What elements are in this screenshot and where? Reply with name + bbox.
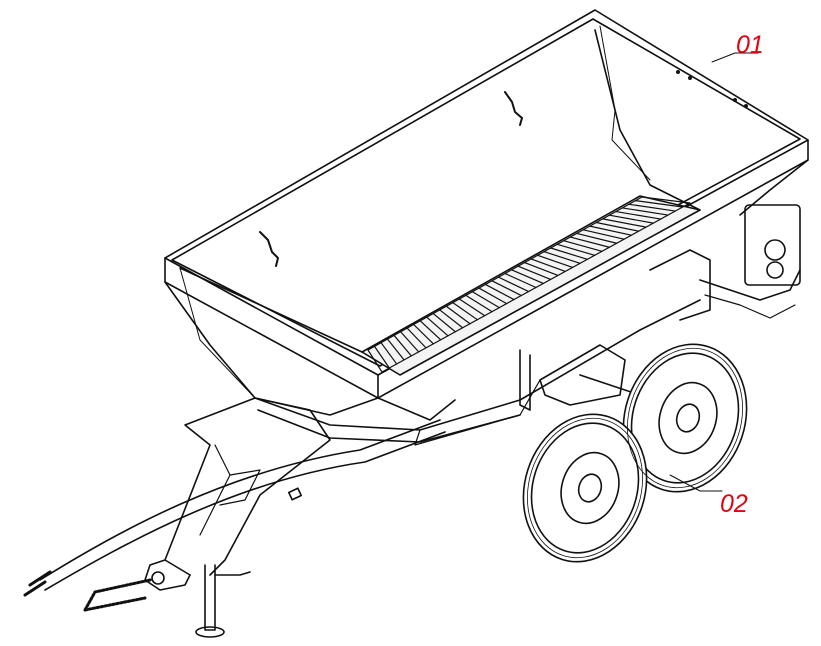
conveyor-slat xyxy=(582,229,625,240)
tandem-wheels xyxy=(522,343,748,563)
conveyor-slat xyxy=(413,323,434,345)
conveyor-slat xyxy=(432,312,456,333)
conveyor-slat xyxy=(517,265,552,281)
conveyor-slat xyxy=(465,294,493,313)
leader-lines xyxy=(669,52,759,492)
conveyor-slat xyxy=(628,203,676,212)
conveyor-slat xyxy=(426,316,449,337)
conveyor-slat xyxy=(497,276,530,293)
callout-label-02: 02 xyxy=(720,490,748,518)
conveyor-slat xyxy=(452,302,478,321)
conveyor-slat xyxy=(602,218,647,228)
conveyor-slat xyxy=(621,207,669,216)
conveyor-slat xyxy=(523,261,559,277)
conveyor-slat xyxy=(563,240,603,252)
conveyor-slat xyxy=(641,196,691,204)
conveyor-slat xyxy=(471,291,500,309)
conveyor-slat xyxy=(510,269,544,285)
conveyor-slat xyxy=(367,349,383,373)
conveyor-slat xyxy=(504,272,537,289)
drawbar xyxy=(23,397,446,638)
chain-conveyor xyxy=(367,196,691,373)
conveyor-slat xyxy=(380,342,398,365)
conveyor-slat xyxy=(373,345,390,369)
conveyor-slat xyxy=(608,214,654,224)
conveyor-slat xyxy=(419,320,442,341)
conveyor-slat xyxy=(445,305,471,325)
conveyor-slat xyxy=(615,210,662,220)
conveyor-slat xyxy=(530,258,566,273)
conveyor-slat xyxy=(543,251,581,264)
conveyor-slat xyxy=(478,287,508,305)
conveyor-slat xyxy=(458,298,486,317)
conveyor-slat xyxy=(569,236,610,248)
conveyor-slat xyxy=(537,254,574,268)
conveyor-slat xyxy=(589,225,632,236)
conveyor-slat xyxy=(484,283,515,301)
conveyor-slat xyxy=(576,232,618,244)
conveyor-slat xyxy=(491,280,522,297)
conveyor-slat xyxy=(406,327,427,349)
conveyor-slat xyxy=(556,243,596,256)
callout-label-01: 01 xyxy=(736,31,764,59)
conveyor-slat xyxy=(550,247,588,260)
conveyor-slat xyxy=(439,309,464,329)
conveyor-slat xyxy=(393,334,412,357)
conveyor-slat xyxy=(595,221,640,232)
conveyor-slat xyxy=(634,200,684,208)
conveyor-slat xyxy=(400,331,420,353)
conveyor-slat xyxy=(386,338,405,361)
